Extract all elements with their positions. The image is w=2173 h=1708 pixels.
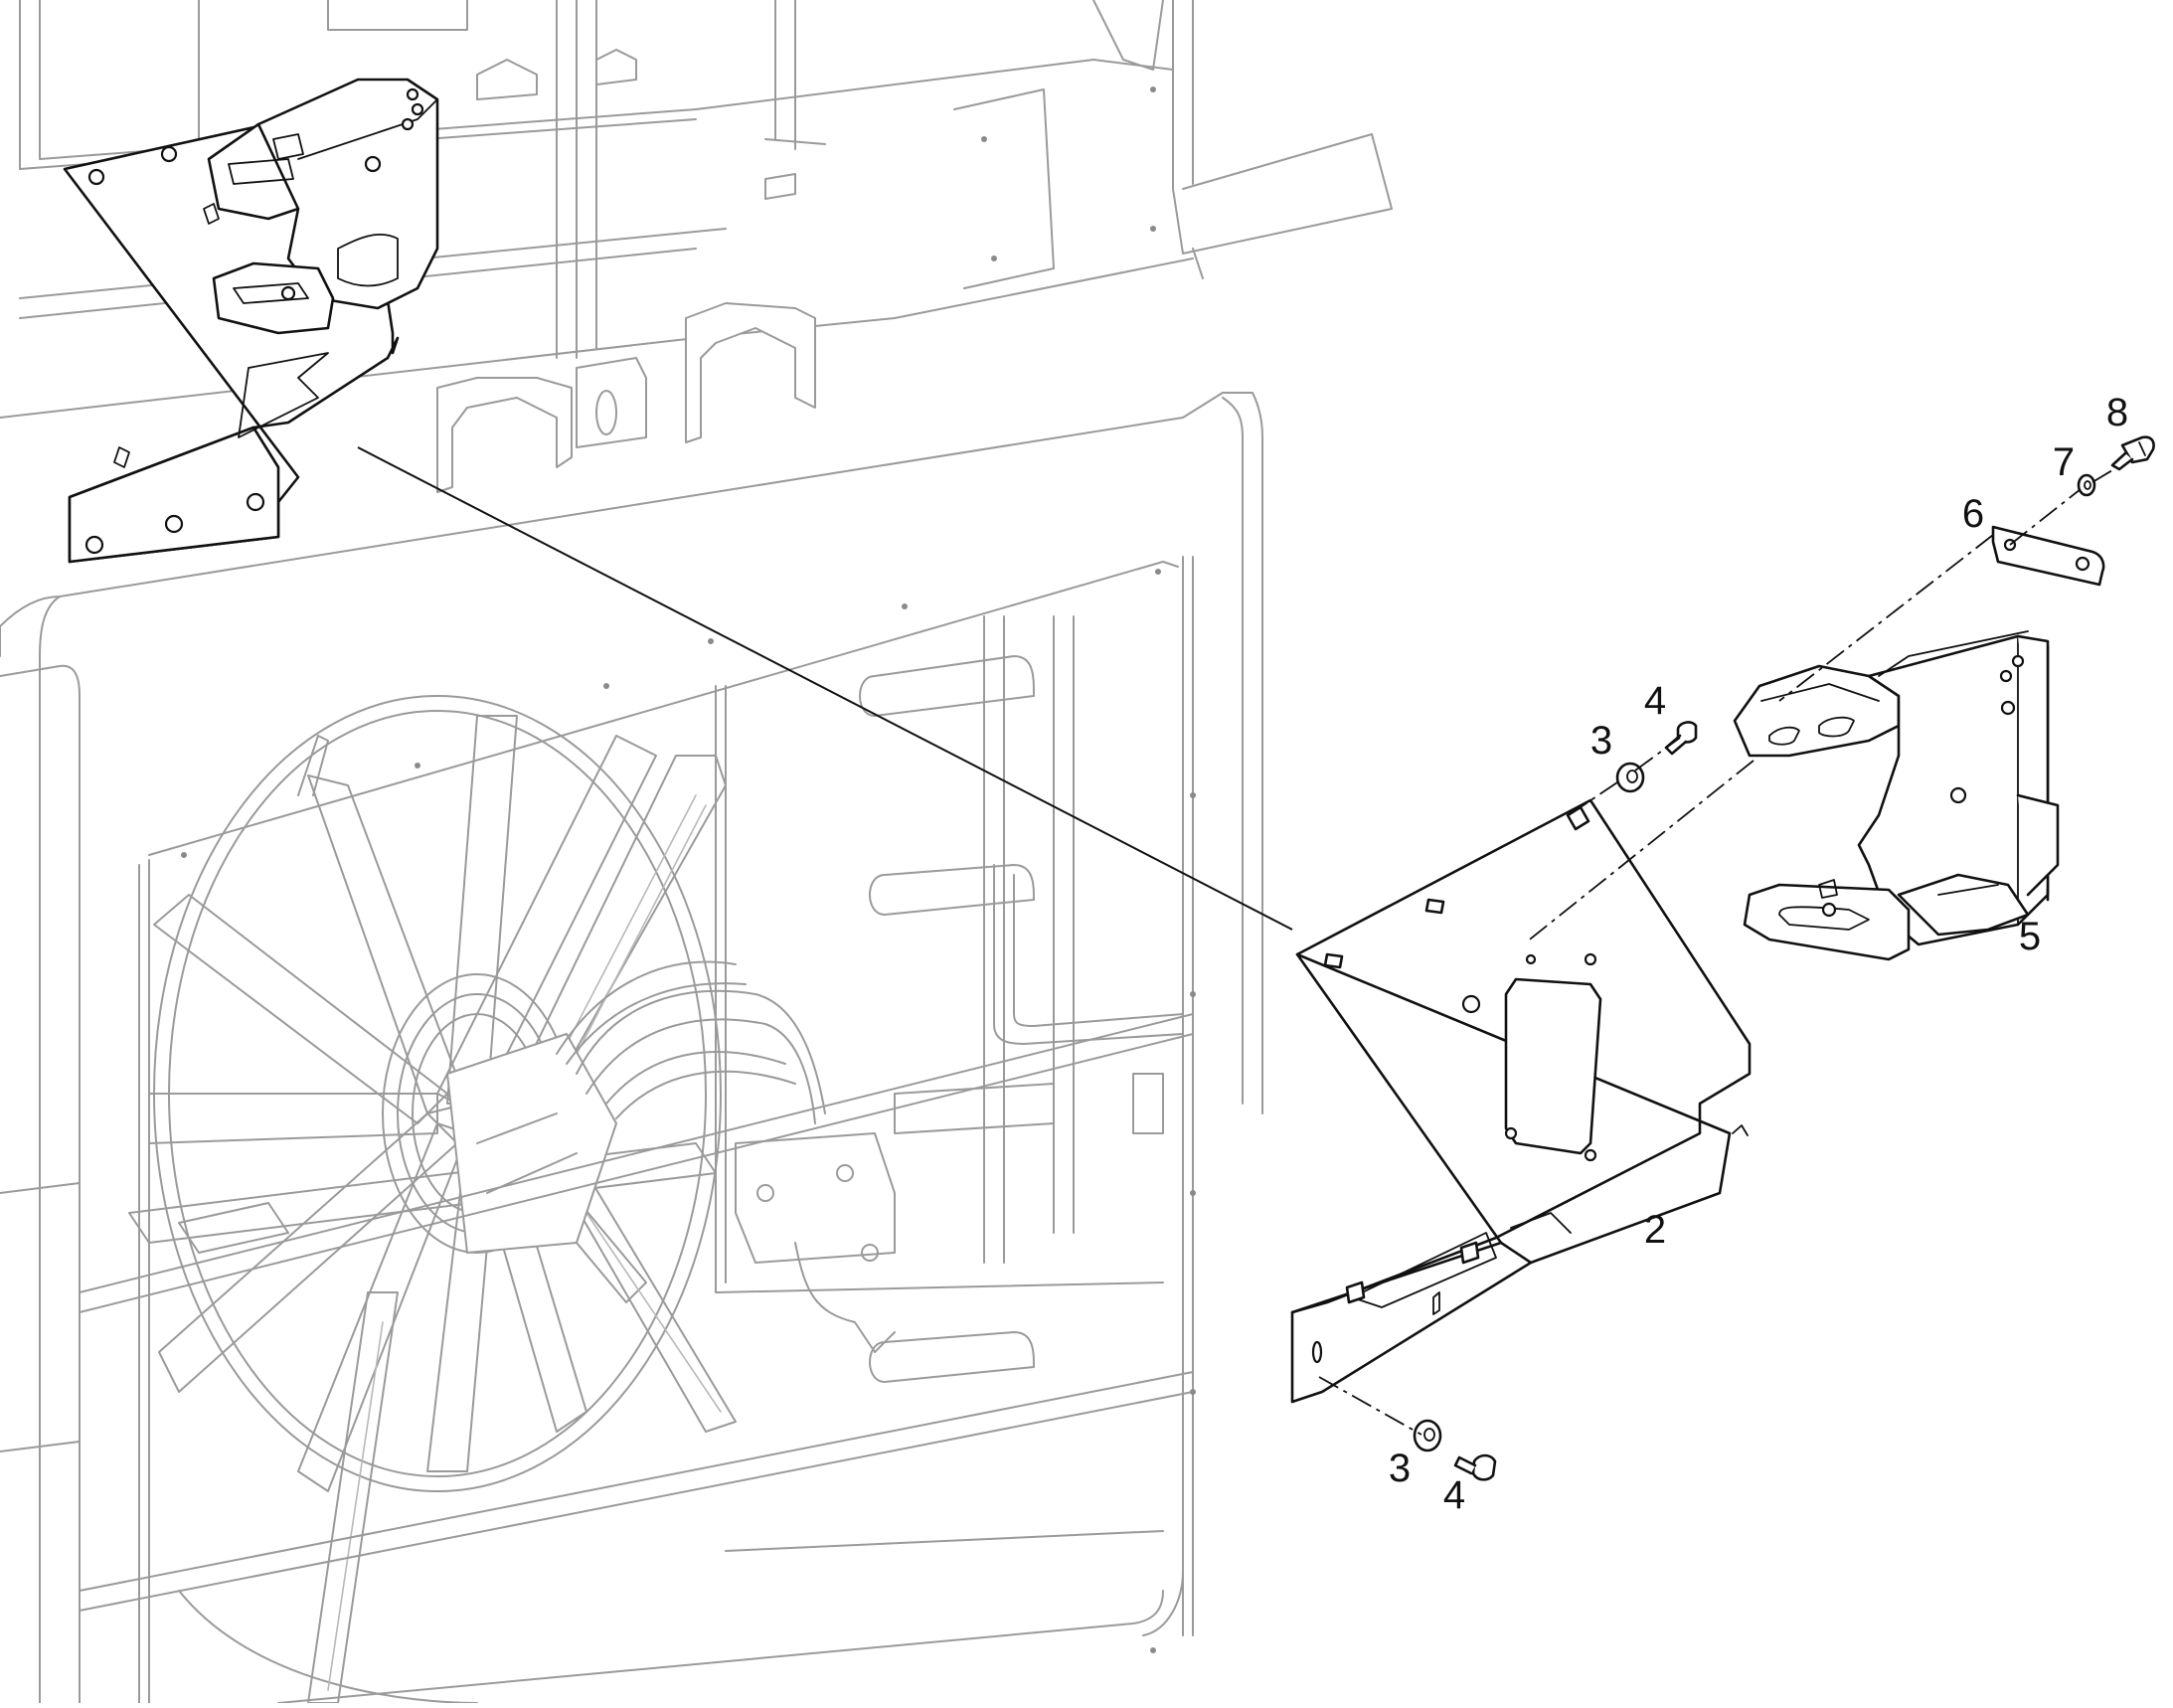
callout-item-6: 6 — [1962, 492, 1984, 536]
item-3-washer-bottom — [1413, 1419, 1442, 1452]
item-8-bolt — [2110, 435, 2155, 471]
installed-bracket-assembly — [63, 78, 439, 564]
callout-item-5: 5 — [2019, 915, 2041, 958]
callout-item-4-top: 4 — [1644, 679, 1666, 723]
callout-item-3-top: 3 — [1590, 719, 1612, 763]
item-7-lock-washer — [2077, 473, 2096, 497]
callout-item-4-bottom: 4 — [1443, 1473, 1465, 1517]
item-2-mounting-plate — [1290, 798, 1752, 1404]
item-5-cradle-bracket — [1733, 630, 2060, 961]
item-6-strap-plate — [1991, 525, 2105, 587]
assembly-centerlines — [1318, 466, 2118, 1436]
callout-item-3-bottom: 3 — [1389, 1447, 1411, 1490]
item-4-bolt-top — [1664, 721, 1698, 756]
callout-item-7: 7 — [2053, 440, 2075, 484]
callout-labels: 2 3 4 3 4 5 6 7 8 — [1389, 391, 2128, 1517]
callout-item-2: 2 — [1644, 1208, 1666, 1252]
callout-item-8: 8 — [2106, 391, 2128, 434]
item-4-bolt-bottom — [1453, 1453, 1497, 1481]
view-leader-line — [357, 446, 1293, 931]
